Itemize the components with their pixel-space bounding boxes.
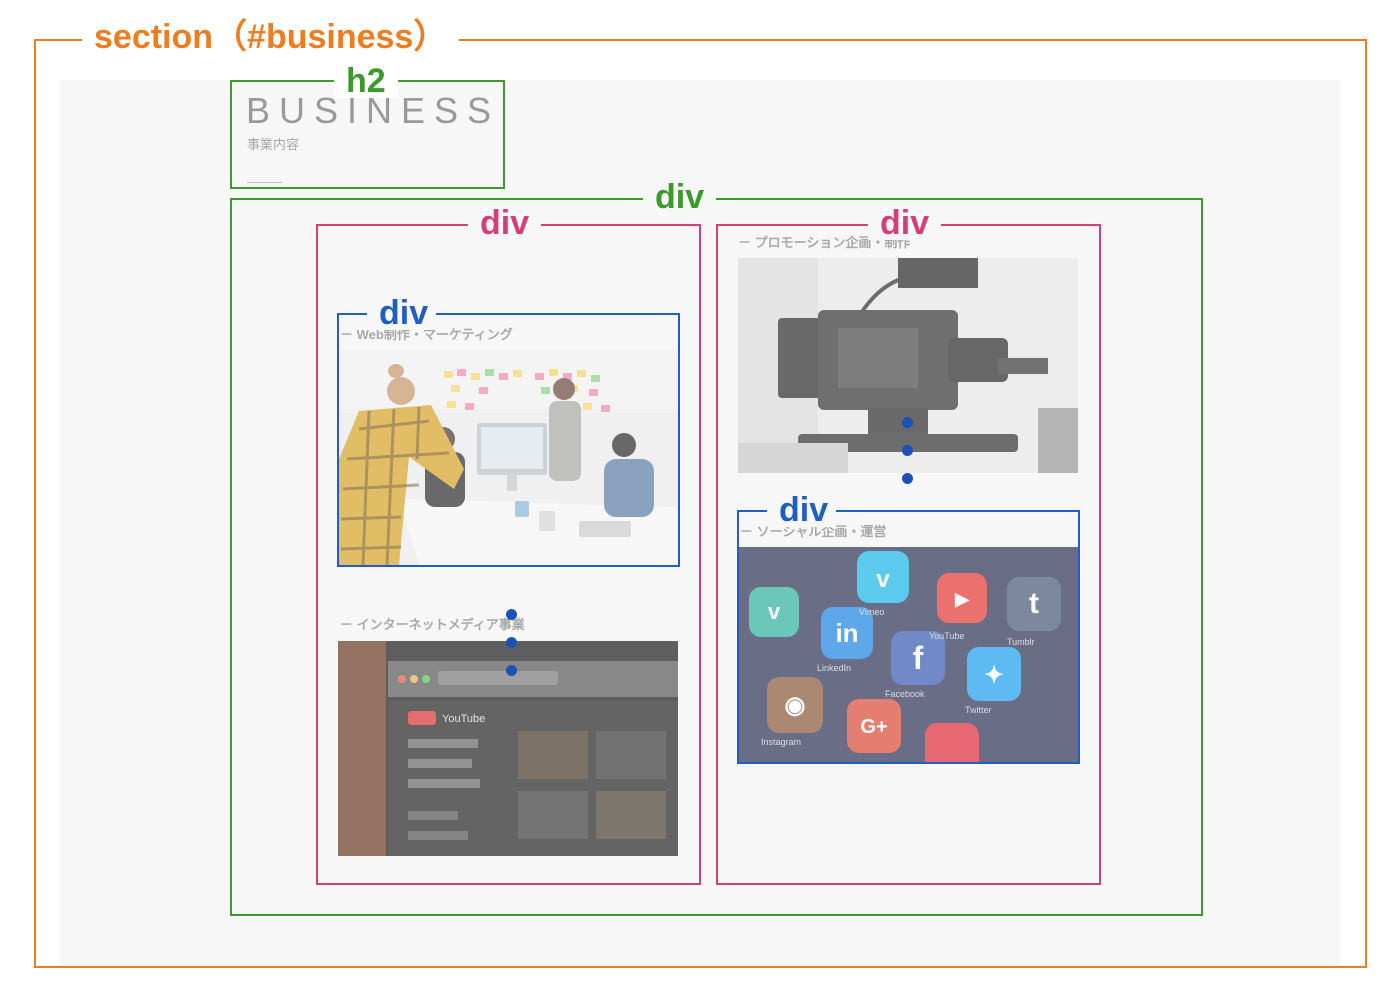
- ellipsis-dot: [506, 609, 517, 620]
- youtube-logo-text: YouTube: [442, 713, 485, 725]
- app-name: Facebook: [885, 689, 925, 699]
- ellipsis-dot: [902, 445, 913, 456]
- svg-text:G+: G+: [860, 716, 887, 738]
- column-right-label: div: [868, 206, 942, 240]
- office-meeting-photo: [339, 349, 678, 565]
- app-name: Instagram: [761, 737, 801, 747]
- app-name: Vimeo: [859, 607, 884, 617]
- container-outline: [230, 198, 1203, 916]
- ellipsis-dot: [506, 637, 517, 648]
- container-label: div: [643, 180, 717, 214]
- app-name: Tumblr: [1007, 637, 1035, 647]
- youtube-screen-photo: YouTube: [338, 641, 678, 856]
- svg-text:v: v: [768, 599, 781, 624]
- h2-label: h2: [334, 64, 398, 98]
- app-name: YouTube: [929, 631, 964, 641]
- app-name: LinkedIn: [817, 663, 851, 673]
- ellipsis-dot: [902, 417, 913, 428]
- business-subtitle: 事業内容: [247, 137, 300, 152]
- section-label: section（#business）: [82, 20, 460, 54]
- youtube-screen-illustration: YouTube: [338, 641, 678, 856]
- svg-text:v: v: [876, 566, 890, 593]
- video-camera-photo: [738, 258, 1078, 473]
- card-outline-2: [737, 510, 1080, 764]
- card-label-2: div: [767, 493, 837, 527]
- ellipsis-dot: [506, 665, 517, 676]
- svg-text:in: in: [835, 618, 858, 648]
- card-label-1: div: [367, 296, 437, 330]
- business-title: BUSINESS: [246, 90, 501, 131]
- card-caption: － インターネットメディア事業: [340, 617, 525, 632]
- ellipsis-dot: [902, 473, 913, 484]
- card-caption: － プロモーション企画・制作: [738, 235, 911, 250]
- social-apps-illustration: v v ▶ t in f ✦ ◉ G+ Vimeo YouTube Tumblr…: [739, 547, 1078, 762]
- app-name: Twitter: [965, 705, 992, 715]
- title-underline: [247, 182, 282, 183]
- social-apps-photo: v v ▶ t in f ✦ ◉ G+ Vimeo YouTube Tumblr…: [739, 547, 1078, 762]
- card-outline-1: [337, 313, 680, 567]
- svg-text:◉: ◉: [785, 692, 806, 719]
- card-caption: － ソーシャル企画・運営: [740, 524, 887, 539]
- svg-text:▶: ▶: [954, 589, 970, 609]
- svg-text:✦: ✦: [984, 662, 1004, 689]
- section-outline: [34, 39, 1367, 968]
- office-meeting-illustration: [339, 349, 678, 565]
- svg-text:f: f: [913, 640, 924, 676]
- video-camera-illustration: [738, 258, 1078, 473]
- svg-text:t: t: [1029, 587, 1039, 620]
- column-left-label: div: [468, 206, 542, 240]
- card-caption: － Web制作・マーケティング: [340, 327, 513, 342]
